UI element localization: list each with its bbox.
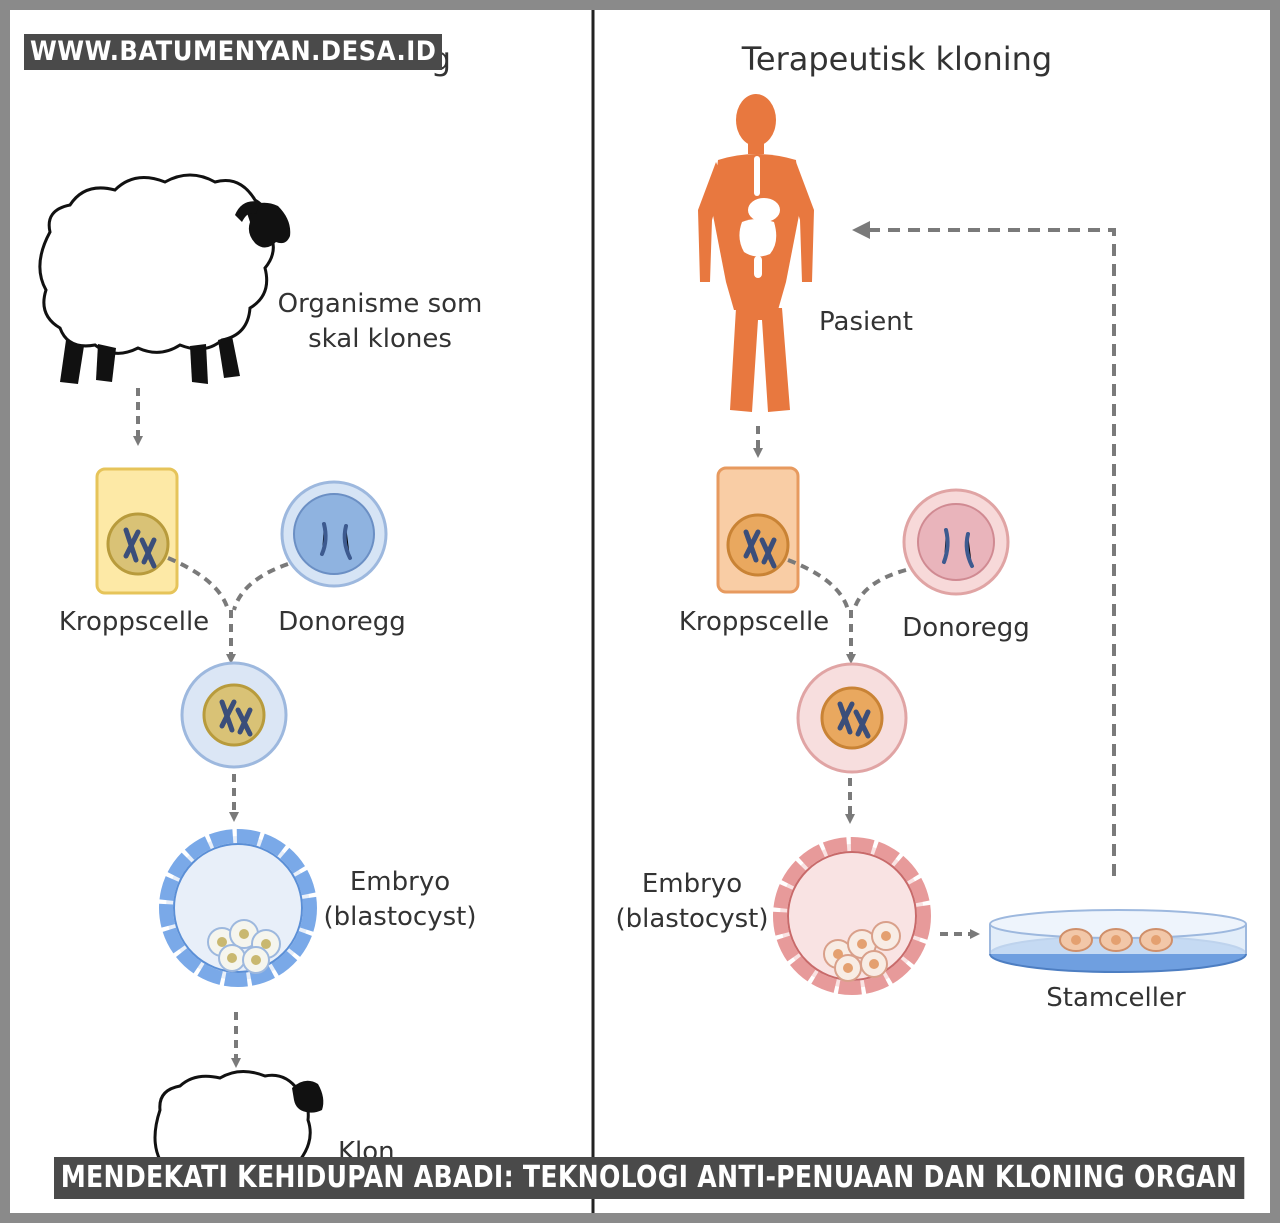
blastocyst-left [159,829,317,987]
digestive-organs [739,156,780,278]
right-panel-title: Terapeutisk kloning [741,40,1052,78]
arrow-return-to-patient [862,228,1116,876]
embryo-label-left-2: (blastocyst) [323,902,476,932]
embryo-label-right-2: (blastocyst) [615,904,768,934]
embryo-label-right-1: Embryo [642,869,742,899]
sheep-icon [38,173,291,384]
stem-cells-label: Stamceller [1046,983,1186,1013]
fused-egg [180,661,288,769]
chromosome-icon [123,527,157,569]
diagram-frame: hing Organisme som skal klones Kroppscel… [10,10,1270,1213]
clone-sheep-icon [153,1070,324,1162]
blastocyst-right [773,837,931,995]
donor-egg-right [902,488,1010,596]
body-cell-label: Kroppscelle [59,607,209,637]
body-cell-right [716,466,800,594]
donor-egg-right-label: Donoregg [902,613,1029,643]
patient-label: Pasient [819,307,913,337]
body-cell [95,467,179,595]
watermark-url: WWW.BATUMENYAN.DESA.ID [24,34,443,70]
organism-label-line2: skal klones [308,324,452,354]
body-cell-right-label: Kroppscelle [679,607,829,637]
caption-banner: MENDEKATI KEHIDUPAN ABADI: TEKNOLOGI ANT… [54,1157,1245,1199]
petri-dish-icon [989,909,1247,973]
donor-egg [280,480,388,588]
donor-egg-label: Donoregg [278,607,405,637]
embryo-label-left-1: Embryo [350,867,450,897]
organism-label-line1: Organisme som [278,289,483,319]
fused-egg-right [796,662,908,774]
cloning-diagram: hing Organisme som skal klones Kroppscel… [38,10,1247,1213]
